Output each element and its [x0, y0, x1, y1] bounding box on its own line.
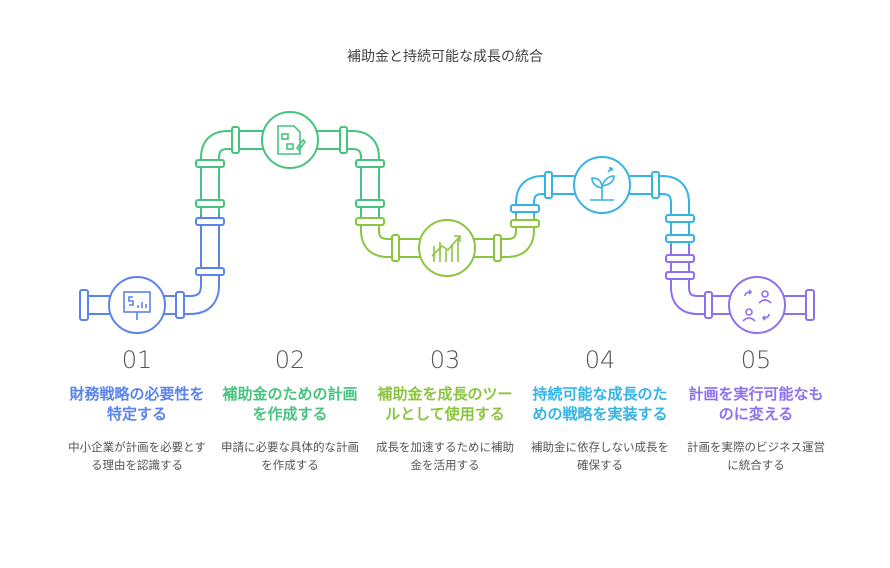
step-description: 計画を実際のビジネス運営に統合する: [687, 440, 825, 472]
step-heading: 補助金のための計画を作成する: [222, 385, 358, 423]
step-icon-5: [728, 276, 786, 334]
step-heading: 計画を実行可能なものに変える: [688, 385, 824, 423]
step-description: 補助金に依存しない成長を確保する: [531, 440, 669, 472]
step-heading: 補助金を成長のツールとして使用する: [377, 385, 513, 423]
step-1: 01 財務戦略の必要性を特定する 中小企業が計画を必要とする理由を認識する: [67, 346, 207, 474]
step-number: 03: [429, 346, 461, 374]
step-description: 中小企業が計画を必要とする理由を認識する: [68, 440, 206, 472]
step-icon-1: [108, 276, 166, 334]
document-flowchart-icon: [277, 125, 307, 155]
step-number: 01: [121, 346, 153, 374]
step-description: 成長を加速するために補助金を活用する: [376, 440, 514, 472]
presentation-dollar-icon: [123, 291, 151, 320]
step-number: 02: [274, 346, 306, 374]
step-4: 04 持続可能な成長のための戦略を実装する 補助金に依存しない成長を確保する: [530, 346, 670, 474]
diagram-title: 補助金と持続可能な成長の統合: [347, 49, 543, 65]
step-5: 05 計画を実行可能なものに変える 計画を実際のビジネス運営に統合する: [686, 346, 826, 474]
growth-chart-icon: [431, 235, 461, 262]
step-heading: 財務戦略の必要性を特定する: [69, 385, 205, 423]
sprout-icon: [590, 167, 615, 201]
people-exchange-icon: [742, 289, 772, 322]
step-2: 02 補助金のための計画を作成する 申請に必要な具体的な計画を作成する: [220, 346, 360, 474]
step-icon-2: [261, 111, 319, 169]
step-number: 04: [584, 346, 616, 374]
step-icon-3: [418, 219, 476, 277]
step-heading: 持続可能な成長のための戦略を実装する: [532, 385, 668, 423]
step-3: 03 補助金を成長のツールとして使用する 成長を加速するために補助金を活用する: [375, 346, 515, 474]
step-description: 申請に必要な具体的な計画を作成する: [221, 440, 359, 472]
step-icon-4: [573, 156, 631, 214]
step-number: 05: [740, 346, 772, 374]
